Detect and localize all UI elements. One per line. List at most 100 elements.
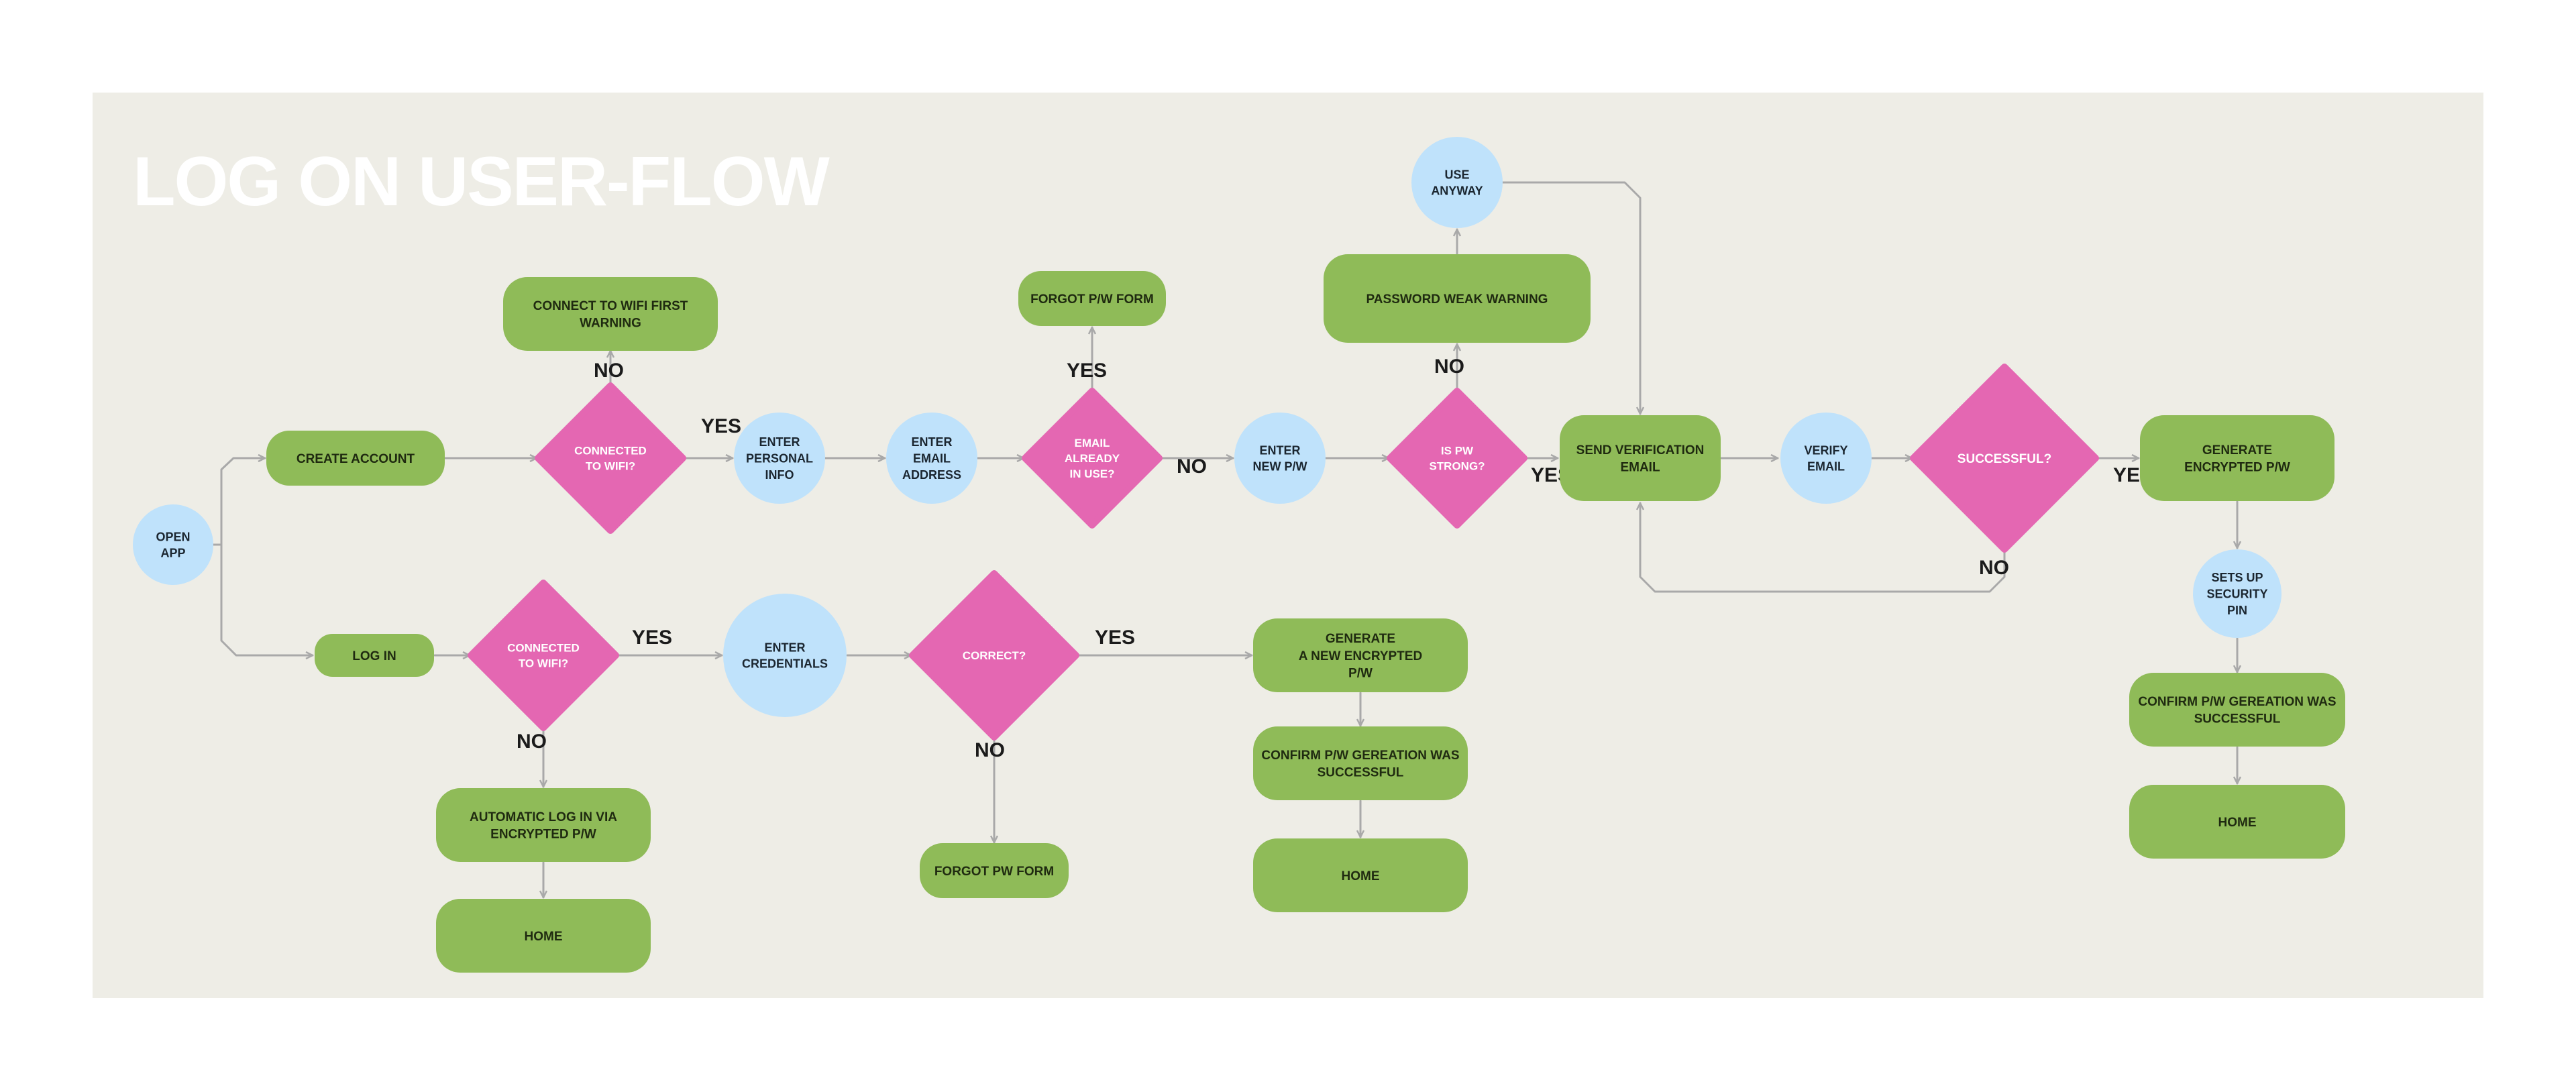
generate-new-encrypted-label: GENERATE [1326, 632, 1395, 646]
successful-decision[interactable]: SUCCESSFUL? [1910, 364, 2099, 553]
generate-encrypted-shape [2140, 415, 2334, 501]
branch-label-no: NO [1979, 557, 2009, 579]
email-in-use-decision[interactable]: EMAIL ALREADY IN USE? [1022, 388, 1163, 529]
generate-encrypted-box[interactable]: GENERATE ENCRYPTED P/W [2140, 415, 2334, 501]
enter-email-shape [886, 413, 977, 504]
home-left-box[interactable]: HOME [436, 899, 651, 973]
generate-new-encrypted-label: P/W [1348, 666, 1373, 680]
security-pin-label: PIN [2227, 604, 2247, 617]
connector-successful-to-send-verification [1640, 502, 2006, 593]
open-app-label: APP [160, 547, 185, 560]
correct-label: CORRECT? [963, 649, 1026, 662]
auto-login-shape [436, 788, 651, 862]
log-in-label: LOG IN [352, 649, 396, 663]
branch-label-yes: YES [1095, 626, 1135, 649]
branch-label-no: NO [975, 739, 1005, 761]
enter-credentials-label: CREDENTIALS [742, 657, 828, 671]
generate-encrypted-label: GENERATE [2202, 443, 2272, 457]
pw-weak-warning-label: PASSWORD WEAK WARNING [1366, 292, 1548, 307]
connector-use-anyway-to-send-verification [1501, 181, 1640, 415]
confirm-right-shape [2129, 673, 2345, 747]
is-pw-strong-shape [1387, 388, 1527, 529]
auto-login-label: ENCRYPTED P/W [490, 828, 596, 842]
verify-email-shape [1780, 413, 1872, 504]
send-verification-shape [1560, 415, 1721, 501]
generate-encrypted-label: ENCRYPTED P/W [2184, 461, 2290, 475]
connected-wifi-1-decision[interactable]: CONNECTED TO WIFI? [535, 382, 686, 534]
home-middle-shape [1253, 838, 1468, 912]
open-app-step[interactable]: OPEN APP [133, 504, 213, 585]
email-in-use-label: EMAIL [1075, 437, 1110, 449]
enter-email-label: EMAIL [913, 451, 951, 465]
open-app-shape [133, 504, 213, 585]
branch-label-yes: YES [701, 415, 741, 437]
forgot-pw-form-top-label: FORGOT P/W FORM [1030, 292, 1154, 307]
send-verification-label: SEND VERIFICATION [1576, 443, 1705, 457]
home-middle-label: HOME [1342, 869, 1380, 883]
home-right-shape [2129, 785, 2345, 859]
email-in-use-label: ALREADY [1065, 452, 1120, 465]
connected-wifi-2-label: CONNECTED [507, 642, 580, 655]
connected-wifi-1-label: CONNECTED [574, 445, 647, 457]
confirm-right-label: CONFIRM P/W GEREATION WAS [2138, 695, 2336, 709]
connected-wifi-2-decision[interactable]: CONNECTED TO WIFI? [468, 580, 619, 731]
is-pw-strong-label: STRONG? [1429, 460, 1485, 473]
wifi-warning-label: WARNING [580, 317, 641, 331]
auto-login-label: AUTOMATIC LOG IN VIA [470, 810, 617, 824]
connector-open-app-to-create-account [212, 458, 266, 546]
enter-new-pw-label: NEW P/W [1253, 460, 1307, 474]
home-middle-box[interactable]: HOME [1253, 838, 1468, 912]
branch-label-no: NO [517, 730, 547, 753]
email-in-use-label: IN USE? [1069, 468, 1114, 480]
email-in-use-shape [1022, 388, 1163, 529]
enter-personal-info-shape [734, 413, 825, 504]
correct-decision[interactable]: CORRECT? [909, 570, 1079, 741]
diagram-title: LOG ON USER-FLOW [133, 143, 830, 221]
open-app-label: OPEN [156, 530, 190, 543]
forgot-pw-form-bottom-shape [920, 843, 1069, 898]
security-pin-label: SETS UP [2211, 571, 2263, 584]
generate-new-encrypted-label: A NEW ENCRYPTED [1299, 649, 1422, 663]
connected-wifi-1-label: TO WIFI? [586, 460, 635, 473]
use-anyway-label: ANYWAY [1431, 184, 1483, 198]
home-right-label: HOME [2218, 816, 2257, 830]
forgot-pw-form-top-box[interactable]: FORGOT P/W FORM [1018, 271, 1166, 326]
successful-label: SUCCESSFUL? [1957, 452, 2051, 466]
home-left-shape [436, 899, 651, 973]
enter-personal-info-label: PERSONAL [746, 451, 813, 465]
home-right-box[interactable]: HOME [2129, 785, 2345, 859]
successful-shape [1910, 364, 2099, 553]
connected-wifi-2-shape [468, 580, 619, 731]
auto-login-box[interactable]: AUTOMATIC LOG IN VIA ENCRYPTED P/W [436, 788, 651, 862]
connected-wifi-2-label: TO WIFI? [519, 657, 568, 670]
pw-weak-warning-box[interactable]: PASSWORD WEAK WARNING [1324, 254, 1591, 343]
branch-label-yes: YES [632, 626, 672, 649]
enter-new-pw-shape [1234, 413, 1326, 504]
create-account-shape [266, 431, 445, 486]
correct-shape [909, 570, 1079, 741]
create-account-box[interactable]: CREATE ACCOUNT [266, 431, 445, 486]
enter-new-pw-label: ENTER [1259, 443, 1300, 457]
enter-email-label: ENTER [911, 435, 952, 449]
forgot-pw-form-bottom-box[interactable]: FORGOT PW FORM [920, 843, 1069, 898]
confirm-middle-label: SUCCESSFUL [1318, 766, 1404, 780]
log-in-shape [315, 634, 434, 677]
connector-layer [212, 181, 2237, 899]
branch-label-no: NO [1434, 356, 1464, 378]
log-in-box[interactable]: LOG IN [315, 634, 434, 677]
enter-new-pw-step[interactable]: ENTER NEW P/W [1234, 413, 1326, 504]
generate-new-encrypted-box[interactable]: GENERATE A NEW ENCRYPTED P/W [1253, 618, 1468, 692]
